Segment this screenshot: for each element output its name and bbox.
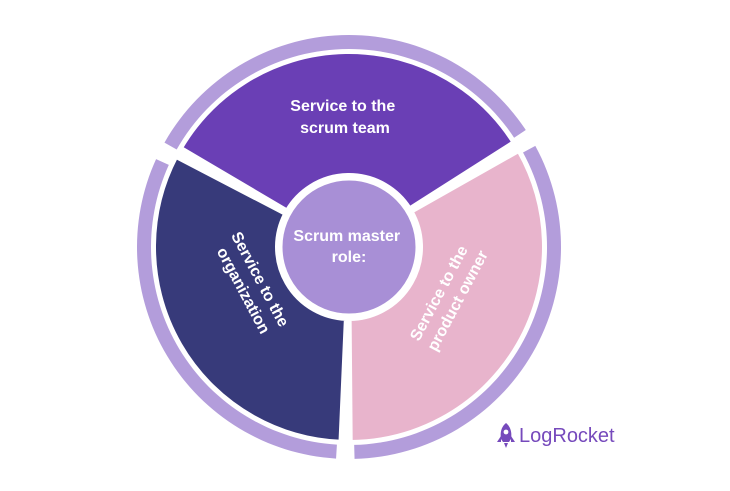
center-circle bbox=[275, 173, 423, 321]
brand-name: LogRocket bbox=[519, 425, 615, 447]
outer-ring bbox=[137, 35, 562, 459]
center-label-line2: role: bbox=[332, 249, 367, 266]
center-label-line1: Scrum master bbox=[293, 228, 400, 245]
outer-ring-arc bbox=[354, 145, 562, 459]
segments-group bbox=[152, 50, 546, 445]
segment-scrum-team-label-line1: Service to the bbox=[290, 98, 395, 115]
outer-ring-arc bbox=[137, 159, 337, 459]
rocket-icon bbox=[497, 423, 515, 448]
segment-scrum-team-label: Service to the scrum team bbox=[290, 98, 399, 137]
center-label: Scrum master role: bbox=[293, 228, 404, 266]
segment-scrum-team-label-line2: scrum team bbox=[300, 120, 390, 137]
logrocket-logo: LogRocket bbox=[497, 423, 615, 448]
outer-ring-arc bbox=[164, 35, 526, 150]
